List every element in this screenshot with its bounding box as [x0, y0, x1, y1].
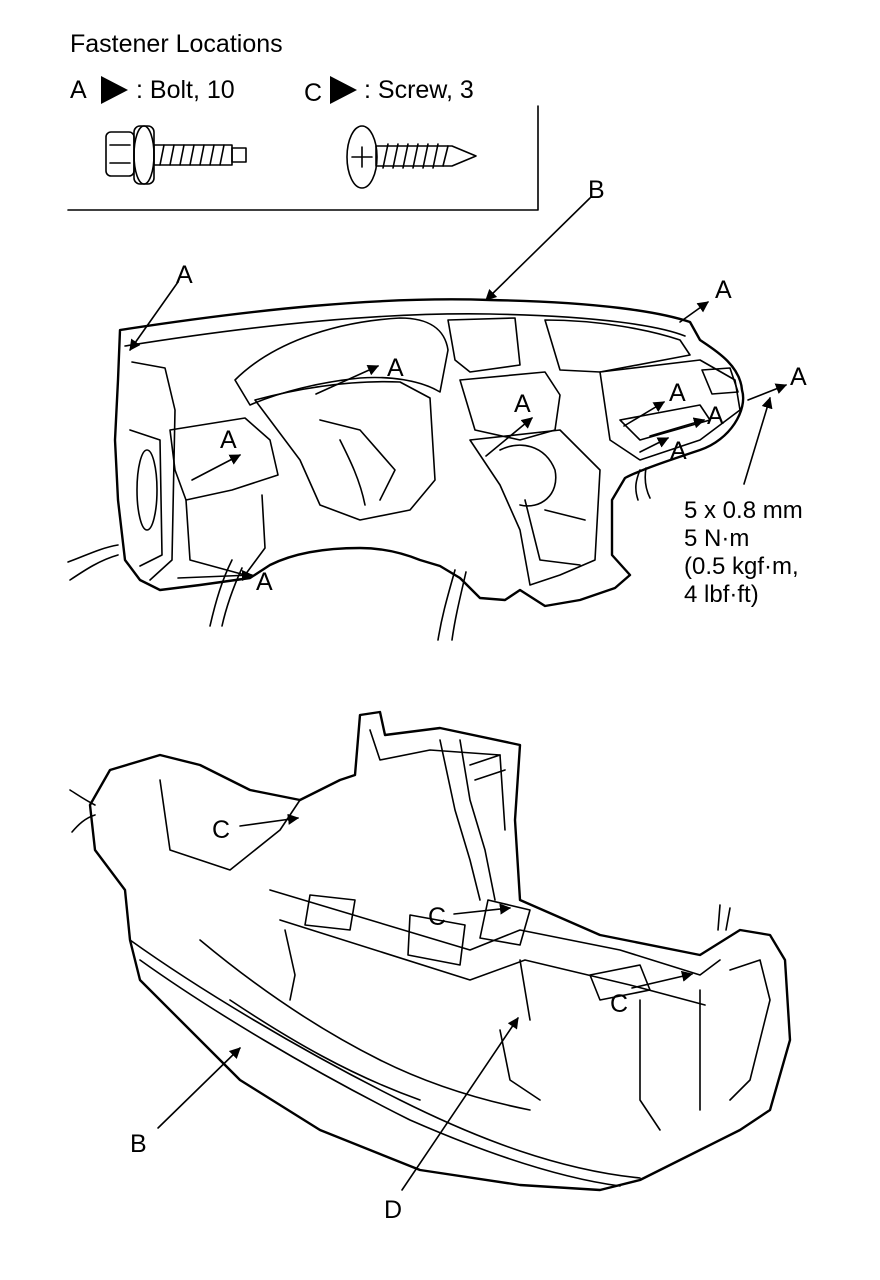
svg-text:A: A [715, 276, 732, 304]
torque-spec: 5 x 0.8 mm 5 N·m (0.5 kgf·m, 4 lbf·ft) [684, 497, 803, 608]
rear-dash-outline [88, 710, 792, 1192]
legend-title: Fastener Locations [70, 30, 283, 58]
svg-text:B: B [588, 176, 605, 204]
bolt-description: : Bolt, 10 [136, 76, 235, 104]
callout-a-6: A [679, 276, 732, 323]
callout-a-9: A [639, 437, 687, 465]
svg-text:A: A [514, 390, 531, 418]
svg-text:A: A [387, 354, 404, 382]
torque-line-4: 4 lbf·ft) [684, 581, 759, 608]
svg-text:A: A [176, 261, 193, 289]
callout-c-3: C [610, 970, 694, 1018]
svg-text:A: A [256, 568, 273, 596]
dashboard-rear-view: C C C B D [69, 710, 792, 1224]
screw-letter: C [304, 79, 322, 107]
svg-text:D: D [384, 1196, 402, 1224]
callout-a-7: A [623, 379, 686, 427]
svg-text:B: B [130, 1130, 147, 1158]
screw-marker-icon [330, 76, 357, 104]
callout-a-2: A [315, 354, 404, 395]
bolt-marker-icon [101, 76, 128, 104]
fastener-legend: Fastener Locations A : Bolt, 10 C : Scre… [67, 30, 539, 211]
svg-text:C: C [610, 990, 628, 1018]
bolt-letter: A [70, 76, 87, 104]
svg-text:A: A [669, 379, 686, 407]
callout-d: D [384, 1017, 519, 1224]
bolt-icon [105, 125, 247, 185]
callout-c-2: C [428, 903, 512, 931]
callout-a-10: A [747, 363, 807, 401]
svg-text:C: C [428, 903, 446, 931]
callout-a-3: A [191, 426, 241, 481]
torque-leader [743, 396, 773, 485]
callout-a-8: A [649, 402, 724, 437]
screw-description: : Screw, 3 [364, 76, 474, 104]
dash-outline [113, 298, 745, 608]
legend-frame [67, 105, 539, 211]
svg-text:A: A [670, 437, 687, 465]
callout-b-bottom: B [130, 1047, 241, 1158]
torque-line-3: (0.5 kgf·m, [684, 553, 799, 580]
dashboard-front-view: A A A A A A A A [67, 176, 807, 641]
callout-c-1: C [212, 813, 300, 844]
callout-a-1: A [129, 261, 193, 351]
callout-a-5: A [485, 390, 533, 457]
svg-text:A: A [790, 363, 807, 391]
svg-text:A: A [220, 426, 237, 454]
svg-text:C: C [212, 816, 230, 844]
torque-line-1: 5 x 0.8 mm [684, 497, 803, 524]
callout-a-4: A [177, 568, 273, 596]
screw-icon [346, 125, 477, 189]
svg-text:A: A [707, 402, 724, 430]
callout-b-top: B [485, 176, 605, 301]
torque-line-2: 5 N·m [684, 525, 749, 552]
